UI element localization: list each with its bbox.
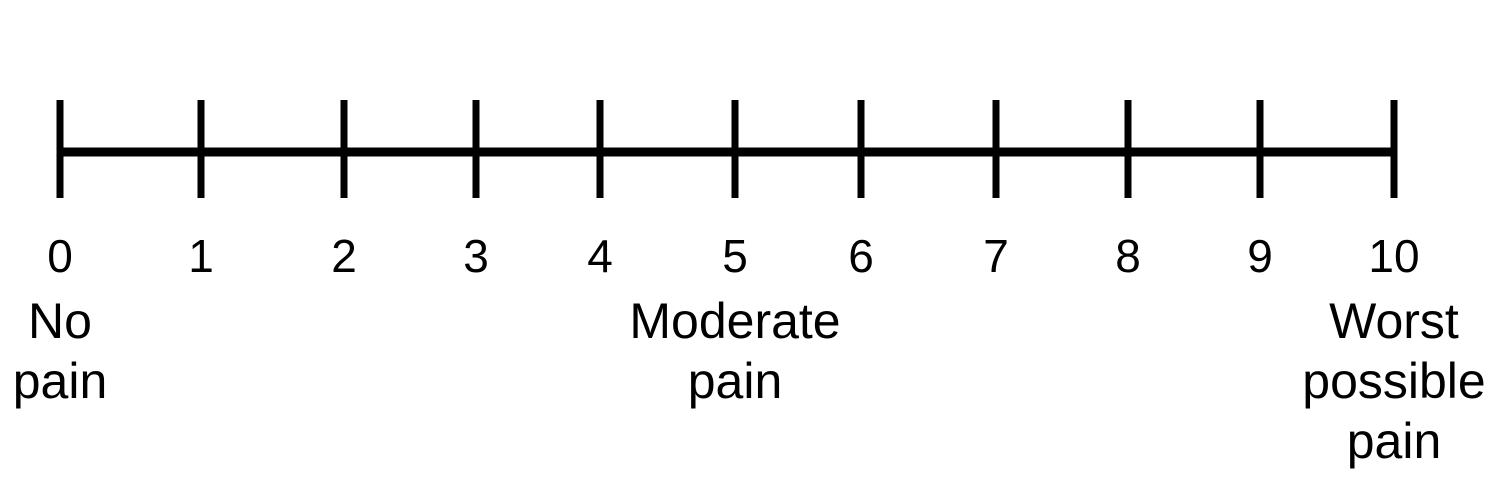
tick-label-4: 4 xyxy=(587,230,613,282)
anchor-label-line: pain xyxy=(13,353,108,409)
anchor-label-line: possible xyxy=(1302,353,1485,409)
anchor-label-line: pain xyxy=(1347,413,1442,469)
tick-label-10: 10 xyxy=(1368,230,1419,282)
anchor-label-line: pain xyxy=(688,353,783,409)
tick-label-1: 1 xyxy=(188,230,214,282)
tick-label-5: 5 xyxy=(722,230,748,282)
scale-tick-labels: 0 1 2 3 4 5 6 7 8 9 10 xyxy=(47,230,1419,282)
anchor-label-line: Worst xyxy=(1329,293,1459,349)
tick-label-9: 9 xyxy=(1247,230,1273,282)
tick-label-8: 8 xyxy=(1115,230,1141,282)
anchor-label-line: No xyxy=(28,293,92,349)
anchor-label-line: Moderate xyxy=(629,293,840,349)
tick-label-0: 0 xyxy=(47,230,73,282)
tick-label-2: 2 xyxy=(331,230,357,282)
tick-label-3: 3 xyxy=(463,230,489,282)
scale-ticks xyxy=(56,100,1398,198)
tick-label-7: 7 xyxy=(983,230,1009,282)
tick-label-6: 6 xyxy=(848,230,874,282)
